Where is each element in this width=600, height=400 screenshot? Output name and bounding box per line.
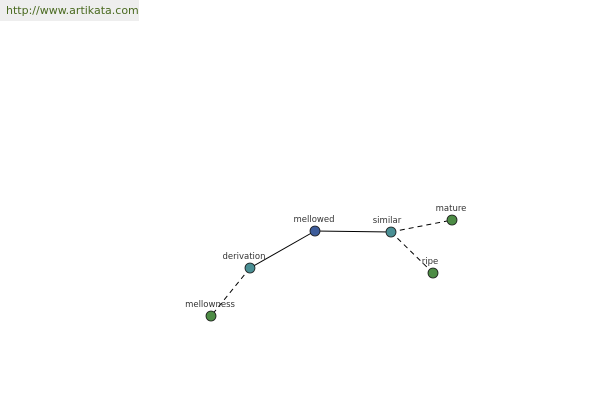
node-circle[interactable] (427, 267, 439, 279)
edge-mellowed-derivation (249, 230, 316, 269)
node-circle[interactable] (309, 225, 321, 237)
node-label: mellowed (293, 215, 334, 225)
node-circle[interactable] (205, 310, 217, 322)
node-circle[interactable] (244, 262, 256, 274)
edge-derivation-mellowness (210, 267, 251, 317)
node-mature[interactable]: mature (436, 204, 467, 226)
site-url-link[interactable]: http://www.artikata.com (0, 0, 139, 21)
node-label: similar (373, 216, 402, 226)
node-similar[interactable]: similar (373, 216, 402, 238)
node-mellowed[interactable]: mellowed (293, 215, 335, 237)
node-derivation[interactable]: derivation (222, 252, 266, 274)
node-circle[interactable] (385, 226, 397, 238)
node-label: derivation (222, 252, 265, 262)
node-label: ripe (422, 257, 438, 267)
node-mellowness[interactable]: mellowness (185, 300, 236, 322)
node-circle[interactable] (446, 214, 458, 226)
graph-nodes: mellowed similar derivation mature ripe mello… (185, 204, 467, 322)
edge-similar-mature (390, 219, 453, 233)
node-label: mellowness (185, 300, 235, 310)
node-label: mature (436, 204, 467, 214)
edge-similar-ripe (390, 231, 434, 274)
edge-mellowed-similar (314, 230, 392, 233)
graph-edges (210, 219, 453, 317)
node-ripe[interactable]: ripe (422, 257, 439, 279)
